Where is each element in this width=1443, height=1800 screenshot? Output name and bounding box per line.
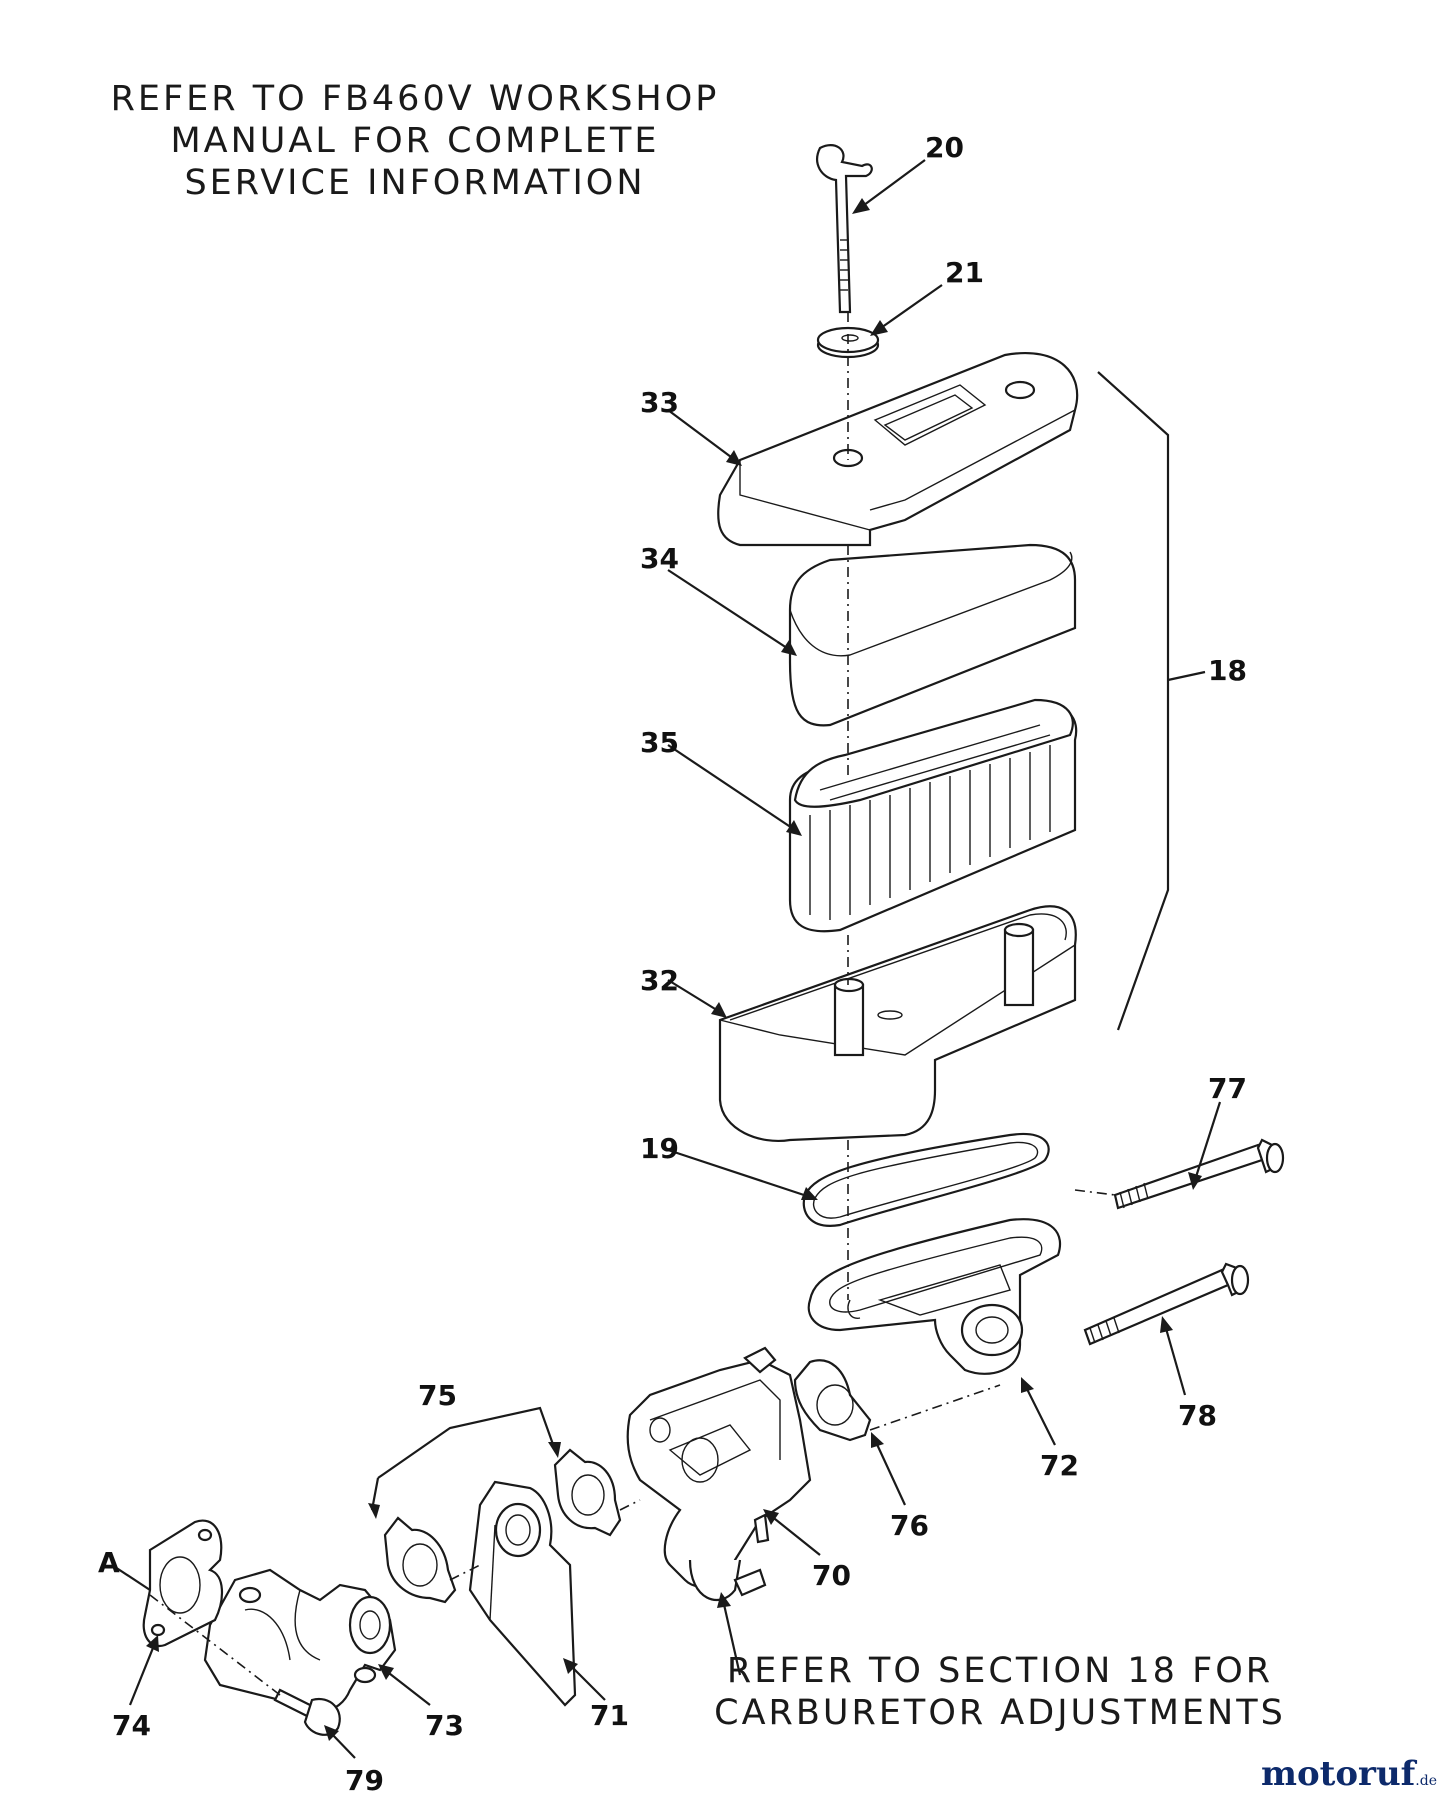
callout-A: A xyxy=(98,1546,120,1579)
note-line: REFER TO FB460V WORKSHOP xyxy=(110,79,720,119)
elbow-adapter-part xyxy=(807,1218,1062,1375)
callout-19: 19 xyxy=(640,1132,679,1165)
filter-pleats xyxy=(809,745,1051,920)
logo-suffix: .de xyxy=(1415,1773,1437,1789)
intake-elbow-part xyxy=(203,1568,397,1714)
gasket-75-right-part xyxy=(553,1448,622,1537)
gasket-74-part xyxy=(142,1519,223,1648)
logo-text: motoruf xyxy=(1261,1754,1416,1794)
workshop-manual-note: REFER TO FB460V WORKSHOP MANUAL FOR COMP… xyxy=(95,78,735,204)
note-line: SERVICE INFORMATION xyxy=(184,163,646,203)
air-cleaner-cover-part xyxy=(717,352,1079,547)
callout-32: 32 xyxy=(640,964,679,997)
callout-76: 76 xyxy=(890,1509,929,1542)
assembly-bracket-18 xyxy=(1097,371,1170,1031)
note-line: CARBURETOR ADJUSTMENTS xyxy=(714,1693,1286,1733)
screw-79-part xyxy=(273,1688,341,1736)
wing-bolt-part xyxy=(816,144,873,314)
site-logo: motoruf.de xyxy=(1261,1754,1437,1794)
gasket-part xyxy=(802,1132,1050,1227)
bolt-77-part xyxy=(1113,1138,1285,1210)
callout-75: 75 xyxy=(418,1379,457,1412)
callout-34: 34 xyxy=(640,542,679,575)
callout-35: 35 xyxy=(640,726,679,759)
bolt-78-part xyxy=(1083,1262,1250,1346)
callout-77: 77 xyxy=(1208,1072,1247,1105)
gasket-bracket-75 xyxy=(368,1406,561,1519)
callout-labels: 20 21 33 18 34 35 32 77 19 78 75 72 76 7… xyxy=(98,131,1247,1797)
air-filter-element-part xyxy=(788,698,1078,933)
spacer-heat-shield-part xyxy=(468,1480,577,1707)
note-line: REFER TO SECTION 18 FOR xyxy=(726,1651,1274,1691)
gasket-76-part xyxy=(793,1359,872,1442)
callout-73: 73 xyxy=(425,1709,464,1742)
centerlines xyxy=(149,312,1116,1696)
callout-20: 20 xyxy=(925,131,964,164)
pre-cleaner-part xyxy=(788,543,1077,727)
air-cleaner-base-part xyxy=(718,905,1077,1142)
callout-79: 79 xyxy=(345,1764,384,1797)
note-line: MANUAL FOR COMPLETE xyxy=(170,121,660,161)
callout-70: 70 xyxy=(812,1559,851,1592)
callout-74: 74 xyxy=(112,1709,151,1742)
callout-33: 33 xyxy=(640,386,679,419)
callout-18: 18 xyxy=(1208,654,1247,687)
gasket-75-left-part xyxy=(383,1516,457,1604)
callout-21: 21 xyxy=(945,256,984,289)
leader-lines xyxy=(111,159,1222,1759)
callout-72: 72 xyxy=(1040,1449,1079,1482)
carburetor-part xyxy=(626,1346,812,1601)
carburetor-adjustment-note: REFER TO SECTION 18 FOR CARBURETOR ADJUS… xyxy=(700,1650,1300,1734)
callout-71: 71 xyxy=(590,1699,629,1732)
callout-78: 78 xyxy=(1178,1399,1217,1432)
